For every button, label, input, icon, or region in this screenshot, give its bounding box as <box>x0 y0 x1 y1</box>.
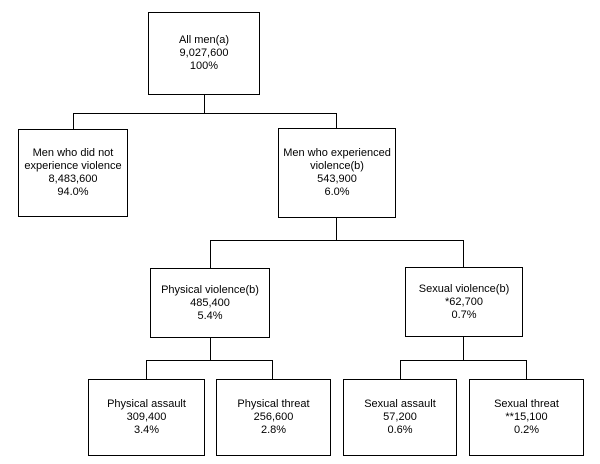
node-physical-assault: Physical assault 309,400 3.4% <box>88 379 205 456</box>
node-men-experienced-violence: Men who experienced violence(b) 543,900 … <box>278 128 396 218</box>
node-percent: 2.8% <box>260 424 287 436</box>
node-label: Men who experienced violence(b) <box>283 147 391 172</box>
node-physical-threat: Physical threat 256,600 2.8% <box>216 379 331 456</box>
node-label: All men(a) <box>178 34 230 46</box>
node-value: 57,200 <box>383 411 417 423</box>
node-sexual-violence: Sexual violence(b) *62,700 0.7% <box>405 267 523 337</box>
connector-line <box>146 361 147 379</box>
node-percent: 0.7% <box>451 308 477 321</box>
connector-line <box>272 361 273 379</box>
node-value: 256,600 <box>253 411 294 423</box>
node-percent: 0.6% <box>387 424 413 436</box>
connector-line <box>463 241 464 267</box>
node-label: Sexual violence(b) <box>418 282 510 295</box>
node-percent: 94.0% <box>57 186 89 198</box>
node-sexual-assault: Sexual assault 57,200 0.6% <box>343 379 457 456</box>
node-label: Men who did not experience violence <box>24 147 122 172</box>
connector-line <box>210 240 464 241</box>
node-label: Physical assault <box>107 398 186 410</box>
node-percent: 6.0% <box>324 186 350 198</box>
connector-line <box>400 360 527 361</box>
node-value: 9,027,600 <box>179 47 229 59</box>
connector-line <box>204 95 205 113</box>
node-label: Sexual assault <box>364 398 436 410</box>
connector-line <box>210 338 211 360</box>
node-value: 485,400 <box>190 296 230 309</box>
node-label: Physical violence(b) <box>161 283 259 296</box>
connector-line <box>336 114 337 128</box>
connector-line <box>210 241 211 268</box>
connector-line <box>146 360 273 361</box>
node-value: **15,100 <box>505 411 548 423</box>
node-physical-violence: Physical violence(b) 485,400 5.4% <box>150 268 270 338</box>
node-men-no-violence: Men who did not experience violence 8,48… <box>18 129 128 217</box>
node-percent: 3.4% <box>133 424 160 436</box>
node-label: Physical threat <box>237 398 310 410</box>
node-all-men: All men(a) 9,027,600 100% <box>148 12 260 95</box>
node-value: *62,700 <box>445 295 483 308</box>
node-value: 543,900 <box>317 173 357 185</box>
connector-line <box>73 113 337 114</box>
connector-line <box>336 218 337 240</box>
node-value: 309,400 <box>126 411 167 423</box>
node-percent: 0.2% <box>513 424 540 436</box>
connector-line <box>400 361 401 379</box>
node-percent: 5.4% <box>197 309 223 322</box>
node-percent: 100% <box>189 60 219 72</box>
connector-line <box>463 337 464 360</box>
connector-line <box>526 361 527 379</box>
connector-line <box>73 114 74 129</box>
node-sexual-threat: Sexual threat **15,100 0.2% <box>469 379 584 456</box>
node-label: Sexual threat <box>494 398 559 410</box>
node-value: 8,483,600 <box>48 173 98 185</box>
